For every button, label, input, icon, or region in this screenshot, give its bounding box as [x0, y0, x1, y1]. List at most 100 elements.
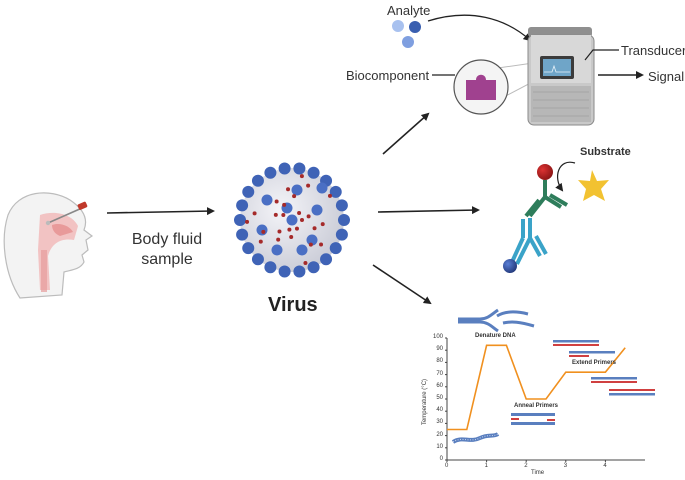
virus-dot — [297, 210, 302, 215]
virus-spike — [329, 185, 342, 198]
virus-spike — [335, 199, 348, 212]
virus-spike — [338, 214, 350, 226]
virus-spike — [316, 182, 328, 194]
anneal-primers-label: Anneal Primers — [514, 403, 559, 409]
extend-primers-label: Extend Primers — [572, 360, 617, 366]
virus-dot — [274, 199, 279, 204]
substrate-label: Substrate — [580, 146, 631, 158]
virus-label: Virus — [268, 294, 318, 316]
virus-dot — [276, 237, 281, 242]
virus-spike — [296, 244, 308, 256]
y-tick-label: 10 — [436, 443, 443, 450]
virus-spike — [256, 224, 268, 236]
virus-spike — [307, 261, 320, 274]
virus-dot — [308, 242, 313, 247]
virus-spike — [291, 184, 303, 196]
signal-label: Signal — [648, 69, 685, 84]
virus-dot — [319, 242, 324, 247]
virus-spike — [251, 253, 264, 266]
y-tick-label: 90 — [436, 346, 443, 353]
virus-spike — [242, 242, 255, 255]
swab-cap — [77, 201, 88, 210]
virus-spike — [264, 261, 277, 274]
virus-spike — [251, 174, 264, 187]
virus-spike — [293, 265, 306, 278]
virus-spike — [307, 166, 320, 179]
virus-dot — [281, 212, 286, 217]
virus-spike — [271, 244, 283, 256]
x-tick-label: 0 — [445, 463, 449, 469]
transducer-leader-line — [584, 49, 619, 61]
y-axis-title: Temperature (°C) — [422, 378, 428, 426]
y-tick-label: 80 — [436, 358, 443, 365]
virus-spike — [234, 214, 246, 226]
x-tick-label: 1 — [484, 463, 488, 469]
virus-spike — [293, 162, 306, 175]
virus-dot — [258, 239, 263, 244]
virus-illustration — [234, 162, 350, 278]
arrow-virus-to-antibody — [377, 206, 480, 215]
virus-dot — [312, 226, 317, 231]
y-tick-label: 70 — [436, 370, 443, 377]
virus-dot — [299, 174, 304, 179]
patient-head-illustration — [3, 192, 94, 299]
virus-dot — [306, 183, 311, 188]
virus-spike — [278, 265, 291, 278]
virus-spike — [329, 242, 342, 255]
arrow-virus-to-pcr — [372, 264, 432, 305]
virus-dot — [294, 226, 299, 231]
transducer-device — [527, 27, 595, 126]
denature-dna-label: Denature DNA — [475, 333, 516, 339]
virus-spike — [236, 228, 249, 241]
x-axis-title: Time — [531, 470, 545, 476]
virus-dot — [245, 219, 250, 224]
antibody-illustration — [503, 164, 569, 273]
biocomponent-icon — [453, 59, 509, 115]
pcr-temperature-line — [447, 344, 626, 431]
virus-dot — [286, 187, 291, 192]
virus-dot — [320, 222, 325, 227]
virus-dot — [277, 229, 282, 234]
virus-spike — [320, 253, 333, 266]
transducer-label: Transducer — [621, 43, 685, 58]
virus-spike — [306, 234, 318, 246]
virus-spike — [264, 166, 277, 179]
y-tick-label: 0 — [439, 456, 443, 462]
substrate-arrow — [555, 161, 576, 192]
virus-dot — [292, 194, 297, 199]
virus-dot — [287, 227, 292, 232]
virus-spike — [261, 194, 273, 206]
virus-dot — [303, 260, 308, 265]
y-tick-label: 30 — [436, 419, 443, 426]
y-tick-label: 40 — [436, 407, 443, 414]
arrow-sample-to-virus — [106, 207, 215, 216]
virus-spike — [242, 185, 255, 198]
virus-dot — [289, 234, 294, 239]
virus-spike — [311, 204, 323, 216]
x-tick-label: 3 — [563, 463, 568, 469]
x-tick-label: 4 — [603, 463, 607, 469]
y-tick-label: 60 — [436, 382, 443, 389]
arrow-analyte-to-transducer — [427, 14, 532, 42]
virus-spike — [335, 228, 348, 241]
virus-dot — [306, 214, 311, 219]
swab-stick — [47, 207, 83, 224]
virus-dot — [261, 229, 266, 234]
virus-spike — [286, 214, 298, 226]
biocomponent-label: Biocomponent — [346, 68, 430, 83]
arrow-virus-to-biosensor — [382, 112, 430, 155]
substrate-star-icon — [578, 170, 609, 201]
virus-dot — [300, 218, 304, 222]
body-fluid-sample-label: Body fluid sample — [131, 231, 203, 268]
y-tick-label: 50 — [436, 395, 443, 401]
y-tick-label: 100 — [433, 334, 444, 340]
y-tick-label: 20 — [436, 431, 443, 438]
x-tick-label: 2 — [524, 463, 528, 469]
analyte-label: Analyte — [387, 3, 431, 18]
virus-dot — [282, 202, 287, 207]
virus-dot — [327, 193, 332, 198]
dna-strand-icons — [451, 308, 655, 444]
pcr-chart — [445, 308, 655, 462]
